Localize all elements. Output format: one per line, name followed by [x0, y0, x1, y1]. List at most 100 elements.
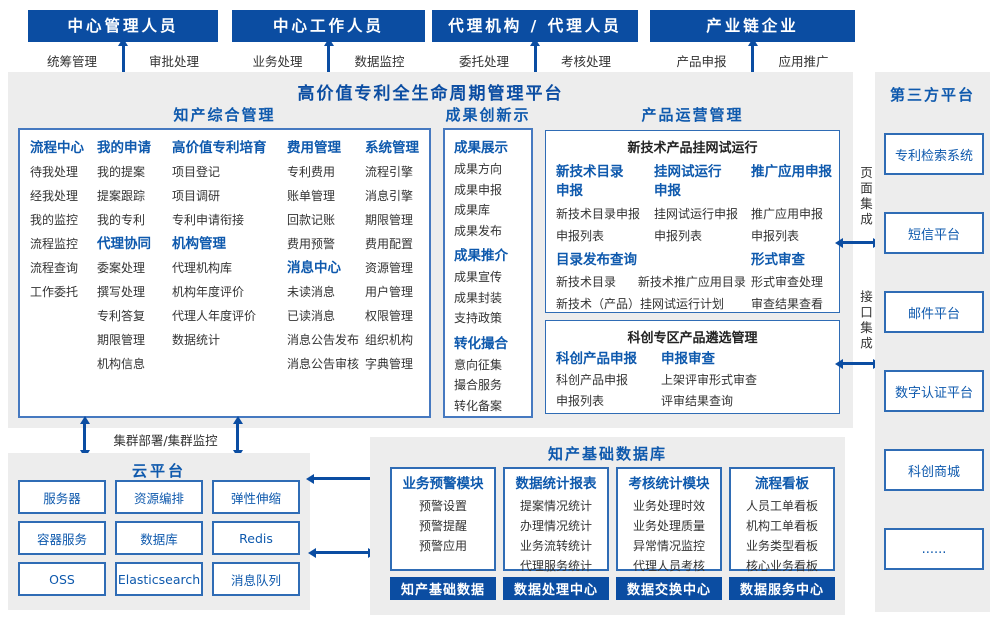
menu-item: 项目调研: [172, 189, 221, 203]
actor-role-label: 数据监控: [354, 54, 405, 69]
group-header: 代理协同: [97, 236, 151, 252]
cloud-service-item: 容器服务: [18, 521, 106, 555]
column-promotion-application: 推广应用申报 推广应用申报申报列表: [751, 163, 837, 247]
third-party-panel: 第三方平台 专利检索系统短信平台邮件平台数字认证平台科创商城......: [875, 72, 990, 612]
group-items: 推广应用申报申报列表: [751, 203, 837, 247]
group-header: 挂网试运行申报: [654, 164, 722, 199]
group-header: 成果展示: [454, 140, 508, 156]
actor-center-managers: 中心管理人员 统筹管理 审批处理: [28, 10, 218, 72]
platform-title: 高价值专利全生命周期管理平台: [297, 84, 564, 104]
menu-item: 已读消息: [287, 309, 336, 323]
group-results-display: 成果展示 成果方向成果申报成果库成果发布: [454, 137, 531, 241]
actor-center-staff: 中心工作人员 业务处理 数据监控: [232, 10, 425, 72]
group-items: 新技术目录申报申报列表: [556, 203, 640, 247]
column-system-management: 系统管理 流程引擎消息引擎期限管理费用配置资源管理用户管理权限管理组织机构字典管…: [365, 136, 425, 416]
group-header: 转化撮合: [454, 335, 508, 352]
cloud-service-item: Redis: [212, 521, 300, 555]
menu-item: 预警设置: [418, 499, 467, 513]
vertical-double-arrow-icon: [236, 424, 239, 450]
cloud-platform-title: 云平台: [131, 462, 186, 480]
group-items: 未读消息已读消息消息公告发布消息公告审核: [287, 280, 365, 376]
menu-item: 成果封装: [454, 290, 503, 305]
menu-item: 预警提醒: [418, 519, 467, 533]
cluster-label: 集群部署/集群监控: [113, 433, 218, 448]
actor-role-label: 应用推广: [778, 54, 829, 69]
group-items: 专利费用账单管理回款记账费用预警: [287, 160, 365, 256]
menu-item: 申报列表: [654, 229, 703, 243]
menu-item: 权限管理: [365, 309, 414, 323]
menu-item: 人员工单看板: [745, 499, 818, 513]
group-header: 目录发布查询: [556, 252, 637, 268]
menu-item: 我的提案: [97, 165, 146, 179]
menu-item: 申报列表: [556, 394, 605, 408]
menu-item: 支持政策: [454, 311, 503, 325]
group-items: 科创产品申报申报列表: [556, 370, 637, 412]
menu-item: 数据统计: [172, 333, 221, 347]
new-tech-trial-box: 新技术产品挂网试运行 新技术目录申报 新技术目录申报申报列表 挂网试运行申报 挂…: [545, 130, 840, 313]
group-items: 流程引擎消息引擎期限管理费用配置资源管理用户管理权限管理组织机构字典管理: [365, 160, 425, 376]
column-patent-cultivation: 高价值专利培育 项目登记项目调研专利申请衔接 机构管理 代理机构库机构年度评价代…: [172, 136, 287, 416]
module-header: 数据统计报表: [515, 476, 597, 492]
menu-item: 撮合服务: [454, 378, 503, 392]
menu-item: 预警应用: [418, 539, 467, 553]
menu-item: 工作委托: [30, 285, 79, 299]
data-center-badge: 知产基础数据: [390, 577, 496, 600]
menu-item: 成果宣传: [454, 270, 503, 284]
menu-item: 经我处理: [30, 189, 79, 203]
group-header: 机构管理: [172, 236, 226, 252]
module-header: 流程看板: [755, 476, 809, 492]
menu-item: 提案跟踪: [97, 189, 146, 203]
menu-item: 代理人年度评价: [172, 309, 257, 323]
menu-item: 我的监控: [30, 213, 79, 227]
cloud-service-item: 数据库: [115, 521, 203, 555]
group-header: 我的申请: [97, 140, 151, 156]
data-center-badge: 数据处理中心: [503, 577, 609, 600]
subbox-title: 新技术产品挂网试运行: [627, 141, 758, 156]
ip-database-title: 知产基础数据库: [547, 445, 667, 463]
group-header: 申报审查: [661, 351, 715, 367]
vertical-double-arrow-icon: [751, 46, 754, 72]
third-party-item: ......: [884, 528, 984, 570]
data-center-badge: 数据服务中心: [729, 577, 835, 600]
column-trial-run: 挂网试运行申报 挂网试运行申报申报列表: [654, 163, 738, 247]
menu-item: 组织机构: [365, 333, 414, 347]
group-transformation-matching: 转化撮合 意向征集撮合服务转化备案: [454, 333, 531, 417]
menu-item: 新技术（产品）挂网试运行计划: [556, 297, 725, 311]
menu-item: 转化备案: [454, 398, 503, 413]
menu-item: 意向征集: [454, 357, 503, 372]
menu-item: 核心业务看板: [745, 559, 818, 573]
actor-role-label: 审批处理: [149, 54, 200, 69]
third-party-item: 邮件平台: [884, 291, 984, 333]
actor-title: 中心管理人员: [28, 10, 218, 42]
group-items: 意向征集撮合服务转化备案: [454, 355, 531, 417]
menu-item: 回款记账: [287, 213, 336, 227]
column-fee-management: 费用管理 专利费用账单管理回款记账费用预警 消息中心 未读消息已读消息消息公告发…: [287, 136, 365, 416]
sci-tech-selection-box: 科创专区产品遴选管理 科创产品申报 科创产品申报申报列表 申报审查 上架评审形式…: [545, 320, 840, 414]
menu-item: 费用配置: [365, 237, 414, 251]
menu-item: 业务处理时效: [632, 499, 705, 513]
third-party-title: 第三方平台: [889, 86, 975, 104]
menu-item: 成果申报: [454, 182, 503, 197]
menu-item: 机构信息: [97, 357, 146, 371]
module-business-warning: 业务预警模块 预警设置预警提醒预警应用: [390, 467, 496, 571]
horizontal-double-arrow-icon: [316, 551, 368, 554]
group-header: 系统管理: [365, 140, 419, 156]
group-items: 成果宣传成果封装支持政策: [454, 267, 531, 329]
menu-item: 专利费用: [287, 165, 336, 179]
column-sci-product-declare: 科创产品申报 科创产品申报申报列表: [556, 349, 637, 412]
vertical-double-arrow-icon: [327, 46, 330, 72]
menu-item: 评审结果查询: [661, 394, 734, 408]
cloud-service-item: Elasticsearch: [115, 562, 203, 596]
group-header: 形式审查: [751, 252, 805, 268]
menu-item: 机构工单看板: [745, 519, 818, 533]
group-items: 项目登记项目调研专利申请衔接: [172, 160, 287, 232]
menu-item: 委案处理: [97, 261, 146, 275]
comprehensive-management-box: 流程中心 待我处理经我处理我的监控流程监控流程查询工作委托 我的申请 我的提案提…: [18, 128, 431, 418]
cloud-service-item: OSS: [18, 562, 106, 596]
group-items: 待我处理经我处理我的监控流程监控流程查询工作委托: [30, 160, 97, 304]
left-arrow-icon: [314, 477, 370, 480]
cloud-service-item: 服务器: [18, 480, 106, 514]
menu-item: 用户管理: [365, 285, 414, 299]
api-integration-label: 接口集成: [858, 290, 873, 352]
menu-item: 代理人员考核: [632, 559, 705, 573]
